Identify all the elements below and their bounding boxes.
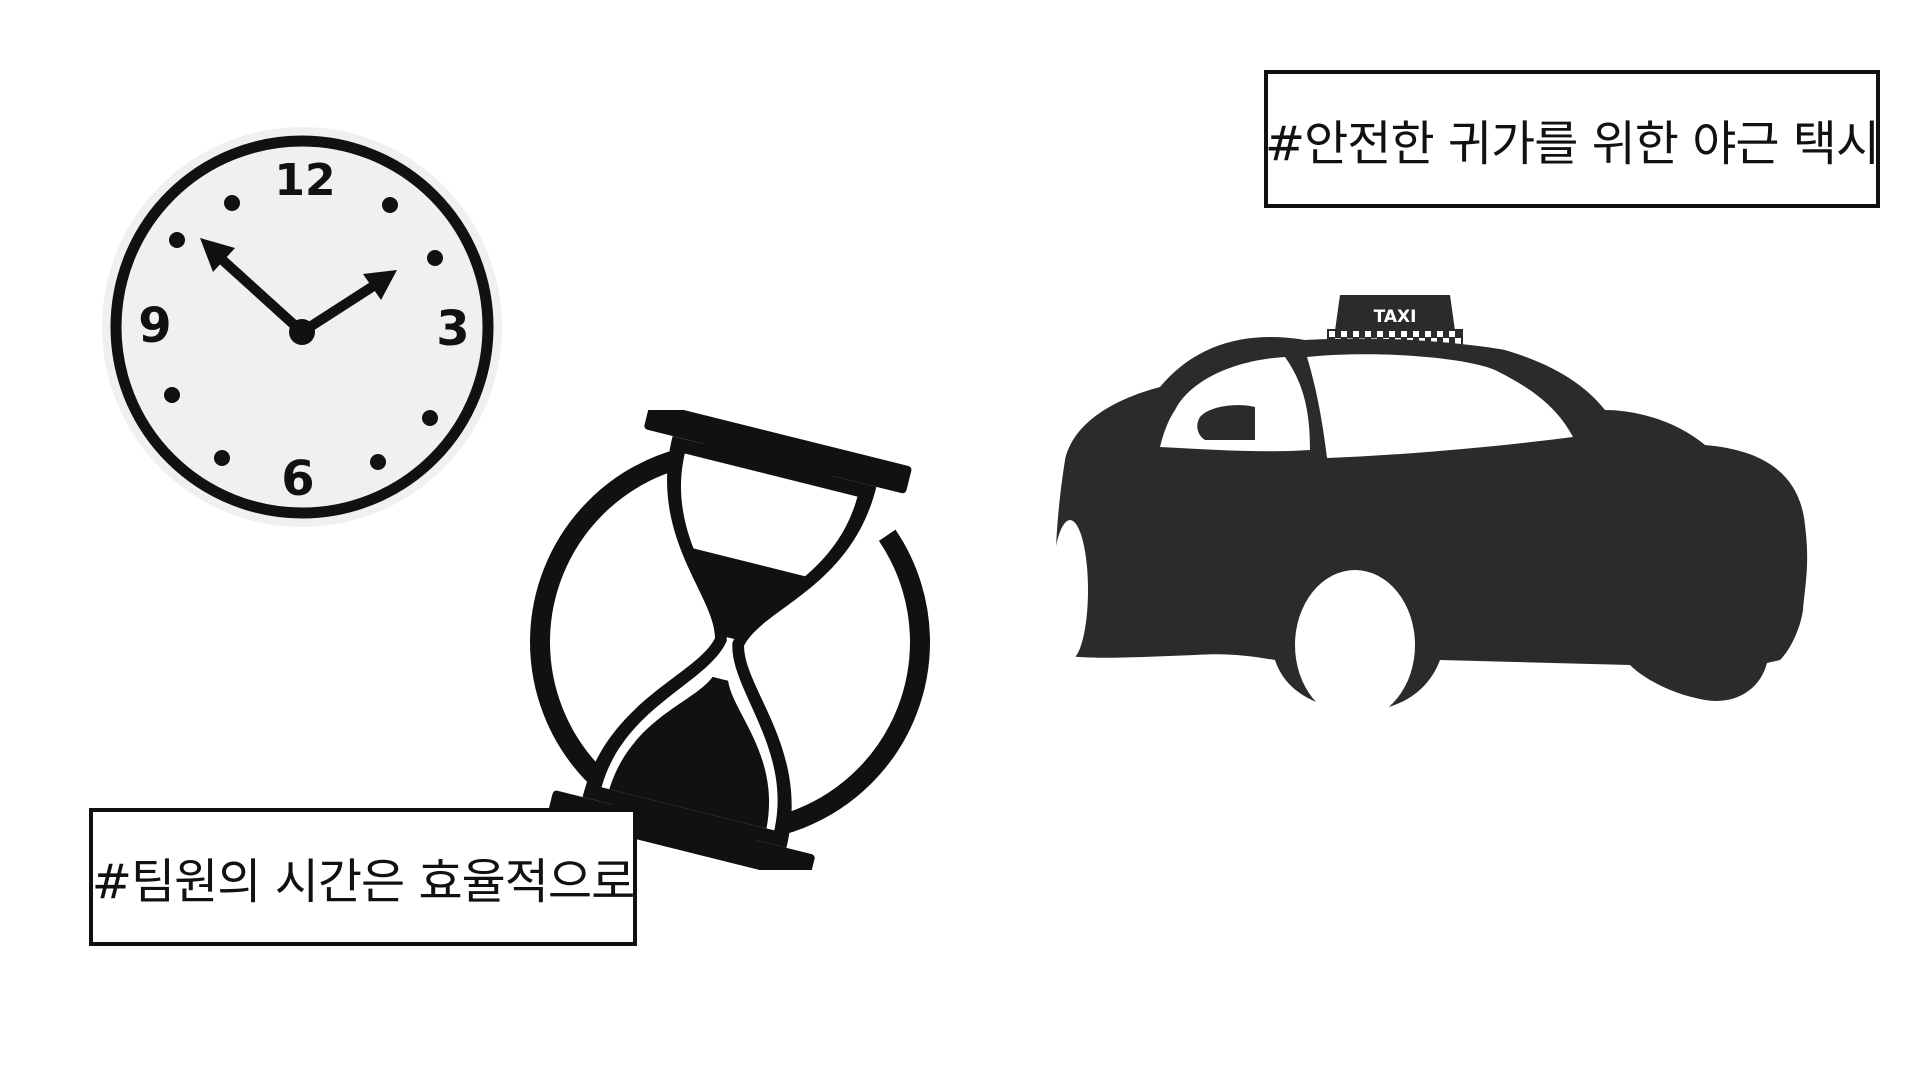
team-time-tag-text: #팀원의 시간은 효율적으로 bbox=[91, 854, 635, 910]
clock-numeral-9: 9 bbox=[138, 298, 171, 354]
hourglass-top-sand bbox=[686, 546, 815, 640]
hourglass-bottom-sand bbox=[609, 676, 770, 829]
clock-hour-hand bbox=[297, 280, 380, 337]
clock-hour-arrowhead bbox=[363, 270, 397, 300]
taxi-roof-sign-text: TAXI bbox=[1374, 307, 1417, 327]
clock-numeral-3: 3 bbox=[436, 301, 469, 357]
taxi-far-wheel bbox=[1052, 520, 1088, 660]
team-time-tag: #팀원의 시간은 효율적으로 bbox=[89, 808, 637, 946]
night-taxi-tag-text: #안전한 귀가를 위한 야근 택시 bbox=[1264, 116, 1880, 172]
hourglass-body bbox=[547, 410, 912, 870]
taxi-rear-window bbox=[1307, 354, 1573, 458]
clock-minute-arrowhead bbox=[200, 238, 235, 272]
clock-hour-dots bbox=[164, 195, 443, 470]
clock-icon: 12 3 6 9 bbox=[102, 127, 502, 527]
clock-numeral-12: 12 bbox=[274, 155, 335, 206]
taxi-side-mirror bbox=[1197, 405, 1255, 440]
clock-minute-hand bbox=[212, 250, 307, 337]
clock-numeral-6: 6 bbox=[281, 451, 314, 507]
clock-center-pin bbox=[289, 319, 315, 345]
night-taxi-tag: #안전한 귀가를 위한 야근 택시 bbox=[1264, 70, 1880, 208]
taxi-front-wheel bbox=[1295, 570, 1415, 720]
hourglass-icon bbox=[530, 410, 930, 870]
hourglass-top-cap bbox=[644, 410, 912, 494]
taxi-icon: TAXI bbox=[1052, 295, 1808, 720]
